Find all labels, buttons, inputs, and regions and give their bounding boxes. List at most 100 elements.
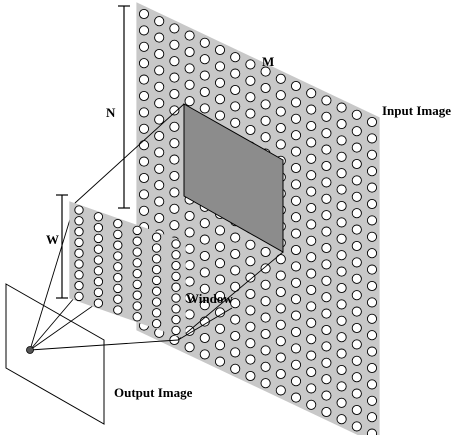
input-image-pixel bbox=[366, 346, 378, 357]
input-image-pixel bbox=[214, 340, 226, 351]
window-label: Window bbox=[186, 291, 233, 306]
window-patch-pixel bbox=[93, 222, 104, 233]
window-patch-grid bbox=[69, 201, 186, 340]
input-image-pixel bbox=[321, 128, 332, 139]
input-image-pixel bbox=[230, 265, 241, 276]
input-image-pixel bbox=[169, 187, 180, 198]
window-patch-pixel bbox=[113, 251, 123, 261]
input-image-pixel bbox=[199, 250, 210, 262]
window-patch-pixel bbox=[171, 293, 181, 303]
input-image-pixel bbox=[290, 179, 302, 190]
input-image-pixel bbox=[275, 254, 286, 265]
input-image-pixel bbox=[184, 260, 195, 271]
input-image-pixel bbox=[230, 52, 241, 63]
input-image-pixel bbox=[366, 198, 378, 210]
input-image-pixel bbox=[351, 109, 362, 120]
input-image-pixel bbox=[336, 364, 347, 376]
input-image-pixel bbox=[290, 261, 302, 272]
input-image-pixel bbox=[351, 306, 362, 317]
input-image-pixel bbox=[321, 242, 332, 254]
input-image-pixel bbox=[230, 347, 241, 358]
input-image-pixel bbox=[154, 32, 165, 43]
input-image-pixel bbox=[138, 25, 150, 36]
input-image-pixel bbox=[351, 126, 362, 137]
input-image-pixel bbox=[306, 383, 317, 394]
input-image-pixel bbox=[169, 23, 180, 34]
window-patch-pixel bbox=[74, 259, 84, 269]
input-image-pixel bbox=[230, 363, 241, 374]
input-image-pixel bbox=[321, 390, 332, 401]
input-image-pixel bbox=[275, 270, 286, 281]
window-patch-pixel bbox=[151, 308, 162, 318]
input-image-pixel bbox=[321, 259, 332, 270]
input-image-pixel bbox=[275, 286, 286, 298]
input-image-pixel bbox=[199, 70, 210, 81]
input-image-pixel bbox=[199, 86, 210, 98]
input-image-pixel bbox=[260, 312, 271, 323]
input-image-pixel bbox=[138, 41, 150, 52]
input-image-pixel bbox=[290, 310, 302, 321]
input-image-pixel bbox=[245, 75, 256, 86]
w-dimension-bracket bbox=[56, 194, 68, 299]
input-image-pixel bbox=[275, 90, 286, 101]
input-image-pixel bbox=[260, 279, 271, 290]
input-image-pixel bbox=[154, 130, 165, 142]
input-image-pixel bbox=[351, 404, 362, 416]
window-patch-pixel bbox=[171, 250, 181, 260]
input-image-pixel bbox=[230, 101, 241, 112]
input-image-pixel bbox=[260, 361, 271, 372]
input-image-pixel bbox=[306, 170, 317, 181]
input-image-pixel bbox=[366, 248, 378, 259]
input-image-pixel bbox=[336, 168, 347, 179]
input-image-pixel bbox=[336, 332, 347, 343]
input-image-pixel bbox=[245, 288, 256, 300]
input-image-pixel bbox=[306, 334, 317, 345]
window-patch-pixel bbox=[132, 247, 142, 257]
input-image-pixel bbox=[154, 114, 165, 125]
input-image-pixel bbox=[366, 149, 378, 160]
input-image-pixel bbox=[230, 330, 241, 342]
input-image-pixel bbox=[306, 153, 317, 164]
window-patch-pixel bbox=[151, 264, 162, 275]
input-image-pixel bbox=[184, 227, 195, 238]
input-image-pixel bbox=[260, 345, 271, 356]
window-patch-pixel bbox=[93, 255, 104, 265]
input-image-pixel bbox=[321, 308, 332, 319]
input-image-pixel bbox=[138, 74, 150, 85]
input-image-pixel bbox=[366, 215, 378, 226]
input-image-pixel bbox=[184, 243, 195, 254]
input-image-pixel bbox=[366, 313, 378, 324]
input-image-pixel bbox=[199, 300, 210, 311]
input-image-pixel bbox=[138, 8, 150, 20]
input-image-pixel bbox=[290, 343, 302, 354]
input-image-pixel bbox=[366, 379, 378, 390]
input-image-pixel bbox=[260, 99, 271, 110]
input-image-pixel bbox=[260, 66, 271, 77]
input-image-pixel bbox=[260, 378, 271, 389]
input-image-pixel bbox=[245, 338, 256, 349]
input-image-pixel bbox=[366, 297, 378, 308]
input-image-pixel bbox=[260, 263, 271, 274]
input-image-pixel bbox=[154, 48, 165, 60]
input-image-pixel bbox=[169, 121, 180, 132]
input-image-pixel bbox=[290, 130, 302, 141]
input-image-pixel bbox=[245, 124, 256, 136]
input-image-label: Input Image bbox=[382, 103, 451, 118]
input-image-pixel bbox=[290, 244, 302, 256]
input-image-pixel bbox=[290, 97, 302, 108]
input-image-pixel bbox=[199, 349, 210, 360]
input-image-pixel bbox=[321, 226, 332, 237]
input-image-pixel bbox=[351, 388, 362, 399]
input-image-pixel bbox=[154, 196, 165, 207]
input-image-pixel bbox=[336, 266, 347, 277]
input-image-pixel bbox=[275, 303, 286, 314]
window-patch-pixel bbox=[113, 283, 123, 294]
window-label-pointer bbox=[177, 307, 233, 341]
input-image-pixel bbox=[306, 350, 317, 361]
input-image-pixel bbox=[321, 160, 332, 172]
input-image-pixel bbox=[169, 170, 180, 182]
input-image-pixel bbox=[321, 275, 332, 286]
input-image-pixel bbox=[275, 352, 286, 363]
input-image-pixel bbox=[336, 381, 347, 392]
